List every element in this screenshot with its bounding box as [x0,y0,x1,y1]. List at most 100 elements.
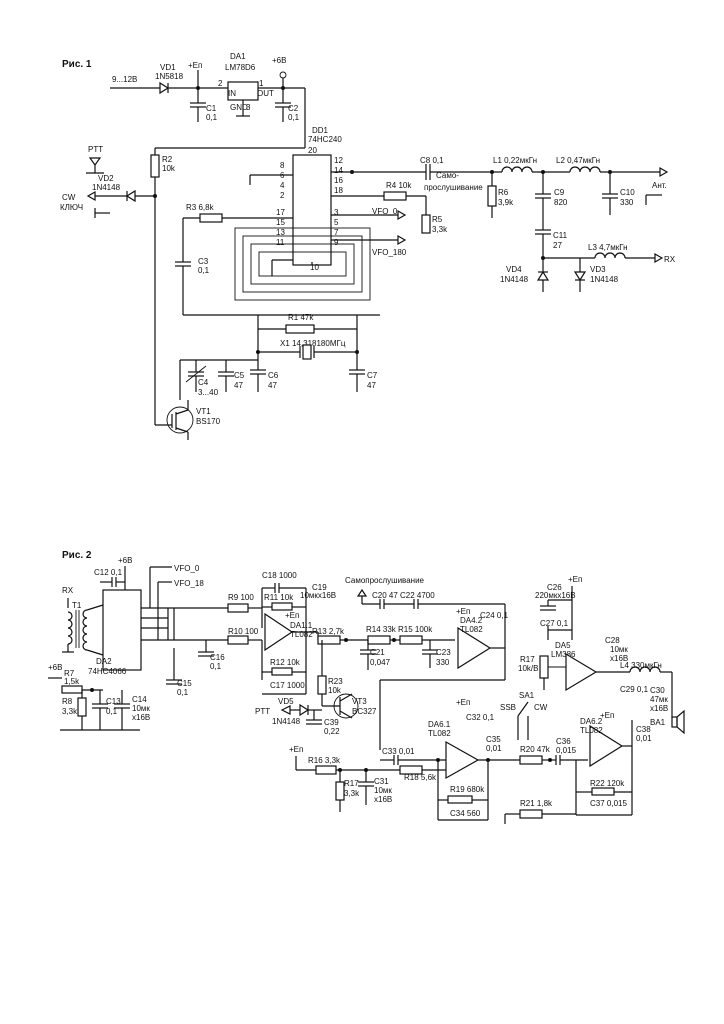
r6-value: 3,9k [498,198,514,207]
vd3-type: 1N4148 [590,275,619,284]
cw-key-label: КЛЮЧ [60,203,83,212]
r21-label: R21 1,8k [520,799,553,808]
pin-gnd-label: GND [230,103,248,112]
c23-label: C23 [436,648,451,657]
r18-label: R18 5,6k [404,773,437,782]
ant-label: Ант. [652,181,667,190]
dd1-pin2: 2 [280,191,285,200]
vd1-label: VD1 [160,63,176,72]
vd1-type: 1N5818 [155,72,184,81]
dd1-pin15: 15 [276,218,285,227]
da61-label: DA6.1 [428,720,451,729]
r17b-value: 3,3k [344,789,360,798]
c35-label: C35 [486,735,501,744]
pin2-label: 2 [218,79,223,88]
c15-label: C15 [177,679,192,688]
c4-label: C4 [198,378,209,387]
c3-label: C3 [198,257,209,266]
dd1-pin14: 14 [334,166,343,175]
inductor-l4 [629,666,661,673]
opamp-da5 [565,652,598,692]
c28-label: C28 [605,636,620,645]
filter-da4: Самопрослушивание C20 47 C22 4700 R14 33… [345,576,509,750]
opamp-da1-1 [264,612,294,652]
plus6-label: +6В [272,56,286,65]
dd1-pin17: 17 [276,208,285,217]
da62-label: DA6.2 [580,717,603,726]
dd1-type: 74HC240 [308,135,342,144]
transformer-t1-primary [67,611,73,645]
c29-label: C29 0,1 [620,685,649,694]
self-monitor-label: Само- [436,171,459,180]
c20-label: C20 47 [372,591,398,600]
vd4-type: 1N4148 [500,275,529,284]
c1-label: C1 [206,104,217,113]
r5-label: R5 [432,215,443,224]
c9-label: C9 [554,188,565,197]
r5-value: 3,3k [432,225,448,234]
da1-type-2: TL082 [290,630,313,639]
dd1-pin12: 12 [334,156,343,165]
ssb-label: SSB [500,703,516,712]
rx-label: RX [664,255,676,264]
vd3-label: VD3 [590,265,606,274]
r14-label: R14 33k [366,625,397,634]
transformer-t1-secondary [82,609,88,651]
da5-type: LM386 [551,650,576,659]
vfo0-label-2: VFO_0 [174,564,200,573]
dd1-pin16: 16 [334,176,343,185]
dd1-pin4: 4 [280,181,285,190]
mute-vt3: R23 10k VT3 BC327 PTT VD5 1N4148 C39 0,2… [255,640,377,736]
ba1-label: BA1 [650,718,666,727]
c21-label: C21 [370,648,385,657]
r23-label: R23 [328,677,343,686]
c39-label: C39 [324,718,339,727]
inductor-l1 [501,166,533,173]
c11-value: 27 [553,241,562,250]
c1-value: 0,1 [206,113,218,122]
c13-label: C13 [106,697,121,706]
supply-label: 9...12В [112,75,137,84]
fig1-title: Рис. 1 [62,59,92,70]
fig2-title: Рис. 2 [62,550,92,561]
t1-label: T1 [72,601,82,610]
diode-vd1 [159,81,170,95]
r6-label: R6 [498,188,509,197]
da62-type: TL082 [580,726,603,735]
c6-value: 47 [268,381,277,390]
r16-label: R16 3,3k [308,756,341,765]
ep-label-4: +Eп [568,575,582,584]
c26-label: C26 [547,583,562,592]
c36-label: C36 [556,737,571,746]
r19-label: R19 680k [450,785,485,794]
c36-value: 0,015 [556,746,577,755]
c4-value: 3...40 [198,388,219,397]
da4-label: DA4.2 [460,616,483,625]
figure-2: Рис. 2 +6В C12 0,1 VFO_0 VFO_18 RX T1 [48,550,685,824]
dd1-pin8: 8 [280,161,285,170]
l4-label: L4 330мкГн [620,661,662,670]
dd2-type: 74HC4066 [88,667,127,676]
vfo-outputs: R4 10k R5 3,3k VFO_0 VFO_180 [331,181,448,257]
c13-value: 0,1 [106,707,118,716]
opamp-da6-2 [589,724,624,768]
cw-label-2: CW [534,703,548,712]
c37-label: C37 0,015 [590,799,627,808]
r2-label: R2 [162,155,173,164]
dd1-pin20: 20 [308,146,317,155]
c19-value: 10мкх16В [300,591,336,600]
inductor-l3 [594,252,626,259]
c31-value: 10мк [374,786,392,795]
speaker-ba1 [671,716,678,728]
cw-label: CW [62,193,76,202]
c32-label: C32 0,1 [466,713,495,722]
plus6-label-a: +6В [118,556,132,565]
c28-value: 10мк [610,645,628,654]
vfo0-label: VFO_0 [372,207,398,216]
c7-label: C7 [367,371,378,380]
ep-label-5: +Eп [456,698,470,707]
regulator-da1: DA1 LM78D6 IN OUT GND 2 1 3 +6В C2 0,1 [218,52,306,148]
r7-value: 1,5k [64,677,80,686]
c14-label: C14 [132,695,147,704]
